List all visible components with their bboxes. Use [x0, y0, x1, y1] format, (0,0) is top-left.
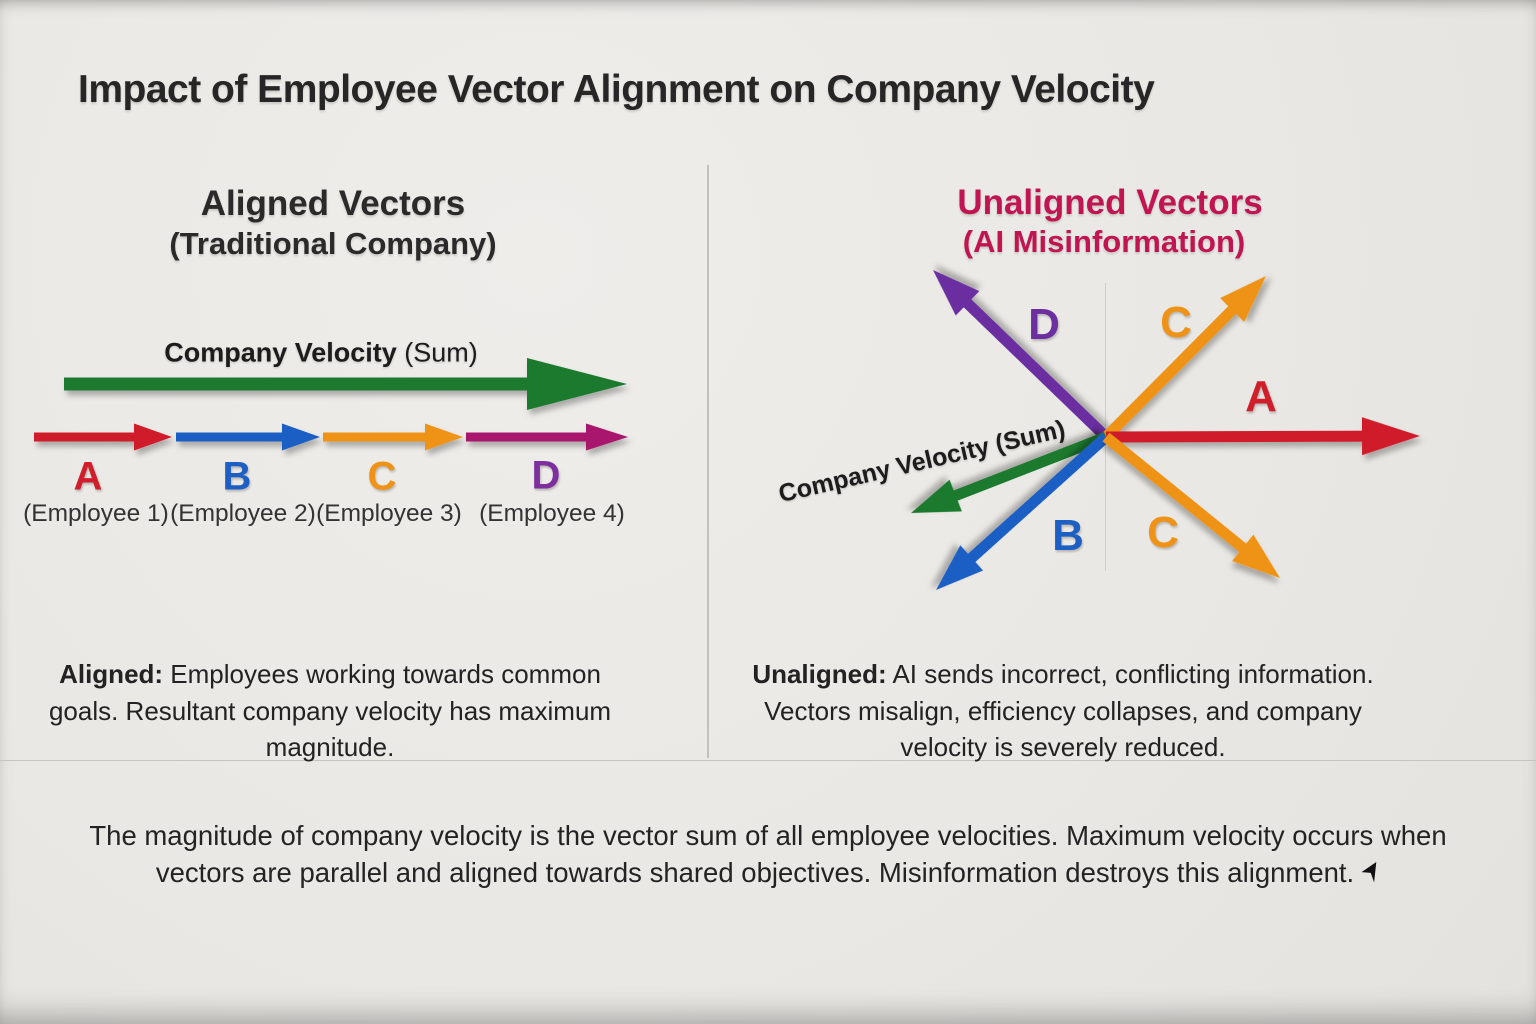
unaligned-b-arrow	[936, 432, 1110, 591]
aligned-subheading: (Traditional Company)	[169, 226, 497, 261]
unaligned-caption: Unaligned: AI sends incorrect, conflicti…	[723, 656, 1403, 766]
unaligned-d-arrow	[932, 270, 1110, 441]
aligned-sum-label: Company Velocity (Sum)	[164, 338, 478, 369]
unaligned-letter-b: B	[1052, 511, 1084, 560]
unaligned-axis-line	[1105, 283, 1106, 571]
aligned-sum-label-rest: (Sum)	[396, 337, 478, 368]
unaligned-c-down-arrow	[1102, 432, 1280, 579]
unaligned-letter-d: D	[1028, 300, 1060, 349]
employee-a-arrow	[34, 423, 172, 451]
panel-divider	[707, 165, 709, 758]
footer-text: The magnitude of company velocity is the…	[89, 819, 1447, 889]
section-divider	[0, 760, 1536, 761]
employee-b-arrow	[176, 423, 320, 451]
employee-label-2: (Employee 2)	[170, 500, 316, 527]
employee-label-3: (Employee 3)	[316, 500, 462, 527]
vector-letter-d: D	[531, 453, 561, 498]
aligned-heading: Aligned Vectors	[200, 184, 466, 223]
cursor-arrow-icon	[1358, 855, 1383, 895]
vector-letter-b: B	[222, 454, 252, 499]
employee-label-1: (Employee 1)	[23, 500, 169, 527]
unaligned-caption-bold: Unaligned:	[752, 659, 887, 689]
footer-summary: The magnitude of company velocity is the…	[53, 817, 1483, 894]
unaligned-c-up-arrow	[1102, 276, 1267, 441]
aligned-caption-bold: Aligned:	[59, 659, 164, 689]
vector-letter-a: A	[73, 454, 103, 499]
employee-d-arrow	[466, 423, 628, 451]
employee-c-arrow	[323, 423, 463, 451]
aligned-sum-arrow	[64, 358, 627, 410]
employee-label-4: (Employee 4)	[479, 500, 625, 527]
unaligned-letter-c-down: C	[1147, 508, 1179, 557]
page-title: Impact of Employee Vector Alignment on C…	[78, 68, 1155, 112]
unaligned-a-arrow	[1105, 417, 1420, 456]
aligned-sum-label-bold: Company Velocity	[164, 337, 397, 368]
unaligned-letter-c-up: C	[1160, 298, 1192, 347]
aligned-caption: Aligned: Employees working towards commo…	[45, 656, 615, 766]
unaligned-caption-text: AI sends incorrect, conflicting informat…	[764, 659, 1374, 762]
vector-letter-c: C	[367, 454, 397, 499]
unaligned-heading: Unaligned Vectors	[957, 183, 1263, 222]
aligned-caption-text: Employees working towards common goals. …	[48, 659, 612, 762]
unaligned-sum-arrow	[911, 431, 1108, 513]
unaligned-letter-a: A	[1245, 372, 1277, 421]
unaligned-subheading: (AI Misinformation)	[962, 224, 1246, 259]
